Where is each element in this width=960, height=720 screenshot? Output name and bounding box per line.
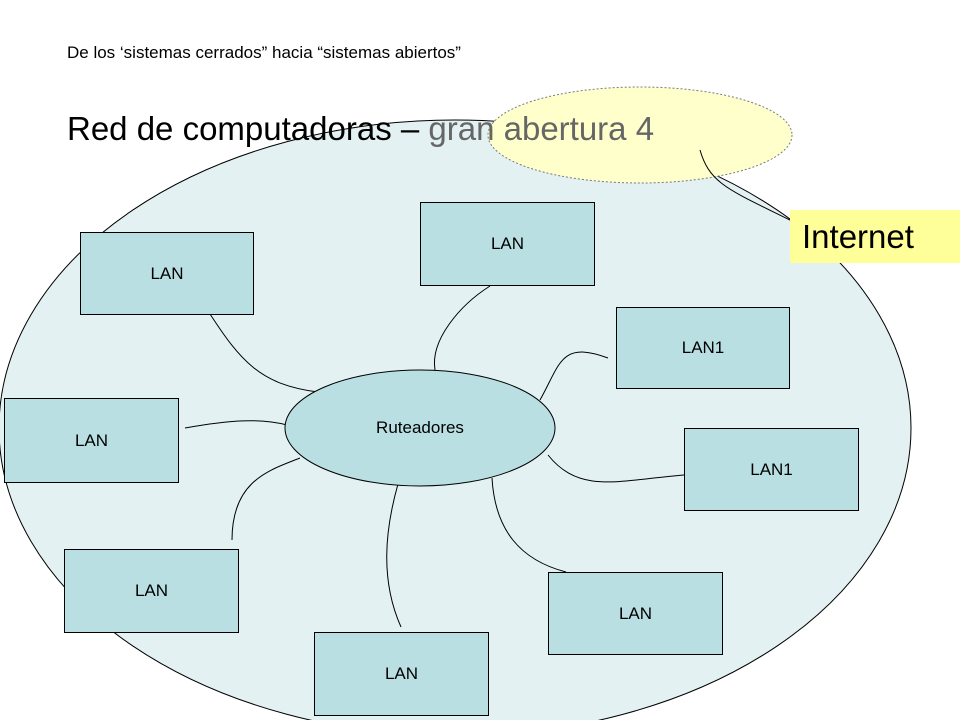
lan-box-top-left: LAN <box>80 232 254 315</box>
internet-label: Internet <box>790 210 960 263</box>
router-ellipse <box>284 369 556 487</box>
title-main: Red de computadoras – <box>67 110 429 147</box>
link-lan-top-left <box>209 313 319 393</box>
link-lan1-lower <box>547 454 685 483</box>
lan-box-bottom-left: LAN <box>64 549 239 633</box>
lan-box-left: LAN <box>4 398 179 483</box>
connections <box>184 285 685 628</box>
link-lan-left <box>184 420 288 429</box>
link-lan-bottom-left <box>231 457 301 541</box>
title-highlight: gran abertura 4 <box>428 110 655 147</box>
router-label: Ruteadores <box>376 418 464 437</box>
link-lan-bottom-right <box>491 477 567 573</box>
lan-box-top-center: LAN <box>420 202 595 286</box>
link-lan1-upper <box>539 351 609 401</box>
lan-box-bottom-right: LAN <box>548 572 723 655</box>
link-lan-top-center <box>433 285 491 371</box>
slide-title: Red de computadoras – gran abertura 4 <box>67 110 654 148</box>
lan-box-bottom-center: LAN <box>314 632 489 716</box>
slide-subtitle: De los ‘sistemas cerrados” hacia “sistem… <box>67 43 461 62</box>
lan1-box-upper: LAN1 <box>616 307 790 389</box>
lan1-box-lower: LAN1 <box>684 428 859 511</box>
link-lan-bottom-center <box>386 483 402 628</box>
internet-connector <box>699 149 801 226</box>
internet-oval <box>487 86 793 184</box>
